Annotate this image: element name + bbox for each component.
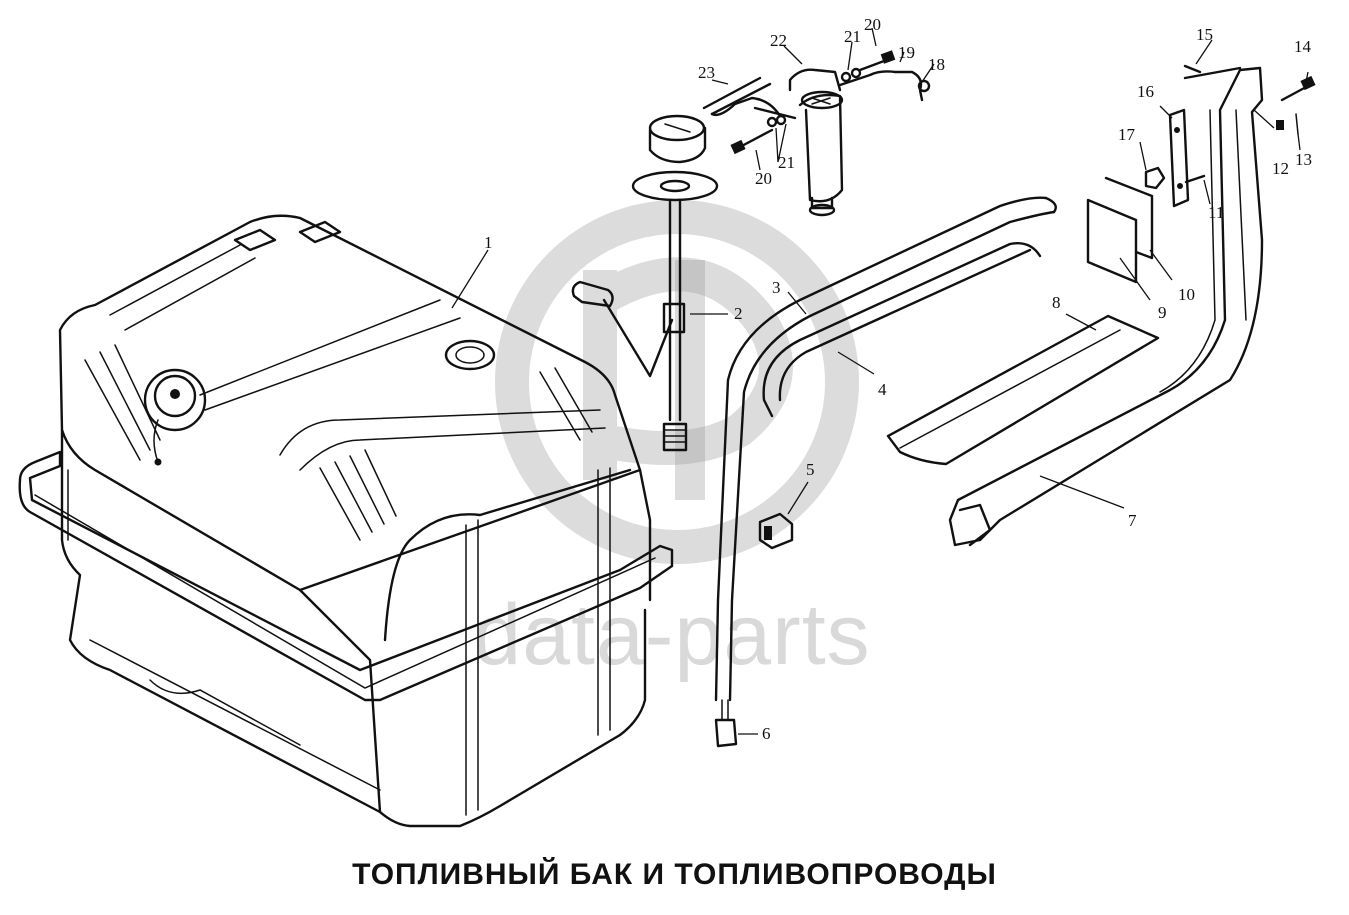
tank-straps — [714, 196, 1057, 748]
callout-5: 5 — [806, 460, 815, 479]
callout-15: 15 — [1196, 25, 1213, 44]
tank-bracket — [886, 64, 1316, 547]
callout-9: 9 — [1158, 303, 1167, 322]
watermark-text: data-parts — [473, 587, 870, 683]
fuel-filter-assembly — [702, 50, 931, 217]
callout-20-upper: 20 — [864, 15, 881, 34]
callout-17: 17 — [1118, 125, 1136, 144]
diagram-caption: ТОПЛИВНЫЙ БАК И ТОПЛИВОПРОВОДЫ — [352, 858, 997, 891]
callout-20-lower: 20 — [755, 169, 772, 188]
callout-2: 2 — [734, 304, 743, 323]
callout-3: 3 — [772, 278, 781, 297]
callout-7: 7 — [1128, 511, 1137, 530]
callout-14: 14 — [1294, 37, 1312, 56]
leader-lines — [451, 27, 1309, 735]
fuel-level-sender — [571, 114, 719, 452]
callout-19: 19 — [898, 43, 915, 62]
callout-18: 18 — [928, 55, 945, 74]
callout-6: 6 — [762, 724, 771, 743]
callout-12: 12 — [1272, 159, 1289, 178]
callout-22: 22 — [770, 31, 787, 50]
fuel-tank — [18, 214, 674, 828]
callout-16: 16 — [1137, 82, 1154, 101]
callout-21-lower: 21 — [778, 153, 795, 172]
callout-8: 8 — [1052, 293, 1061, 312]
callout-11: 11 — [1208, 203, 1224, 222]
callout-13: 13 — [1295, 150, 1312, 169]
callout-4: 4 — [878, 380, 887, 399]
callout-numbers: 1 2 3 4 5 6 7 8 9 10 11 12 13 14 15 16 1… — [484, 15, 1312, 743]
callout-10: 10 — [1178, 285, 1195, 304]
callout-21-upper: 21 — [844, 27, 861, 46]
callout-23: 23 — [698, 63, 715, 82]
callout-1: 1 — [484, 233, 493, 252]
